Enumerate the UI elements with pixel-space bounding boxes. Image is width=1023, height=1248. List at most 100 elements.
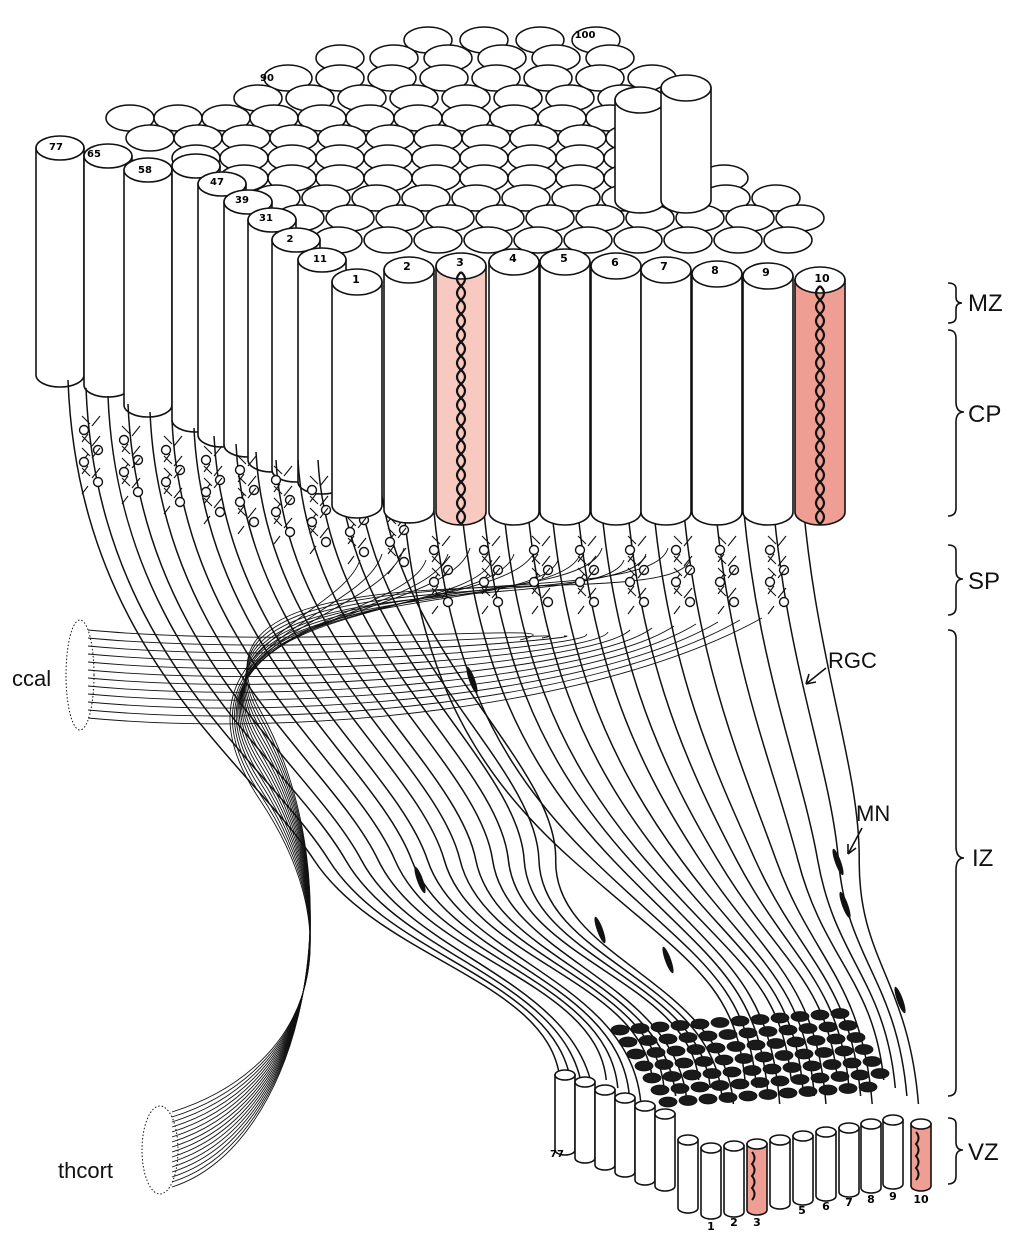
vz-column-top bbox=[854, 1044, 874, 1055]
vz-column-top bbox=[618, 1036, 638, 1048]
cp-front-column bbox=[640, 256, 692, 526]
cp-back-column bbox=[660, 74, 712, 214]
subplate-neuron bbox=[234, 496, 246, 508]
column-top bbox=[751, 184, 801, 212]
vz-column-top bbox=[718, 1092, 738, 1103]
column-top bbox=[575, 64, 625, 92]
vz-column-top bbox=[698, 1093, 718, 1105]
column-body bbox=[742, 275, 794, 526]
subplate-neuron bbox=[78, 456, 90, 468]
subplate-neuron bbox=[728, 596, 740, 608]
column-body bbox=[700, 1147, 722, 1220]
radial-glial-fiber bbox=[769, 459, 908, 1097]
cp-column-number: 1 bbox=[352, 273, 360, 286]
ccal-fiber bbox=[87, 623, 697, 701]
radial-glial-fiber bbox=[193, 427, 631, 1097]
column-top bbox=[660, 74, 712, 102]
column-top bbox=[401, 184, 451, 212]
vz-column-top bbox=[862, 1056, 882, 1067]
vz-column-top bbox=[722, 1066, 742, 1078]
vz-column-top bbox=[678, 1095, 698, 1106]
subplate-neuron bbox=[714, 576, 726, 588]
radial-glial-fiber bbox=[429, 459, 758, 1089]
vz-front-column bbox=[860, 1118, 882, 1194]
vz-column-top bbox=[774, 1050, 794, 1061]
column-top bbox=[614, 86, 666, 114]
column-body bbox=[882, 1119, 904, 1190]
vz-column-top bbox=[770, 1075, 790, 1087]
column-top bbox=[435, 252, 487, 280]
subplate-dendrite bbox=[309, 507, 329, 535]
cp-front-columns bbox=[331, 248, 846, 526]
subplate-dendrite bbox=[163, 435, 183, 463]
vz-column-top bbox=[830, 1008, 850, 1019]
column-top bbox=[247, 207, 297, 233]
column-top bbox=[83, 143, 133, 169]
column-top bbox=[663, 226, 713, 254]
label-thcort: thcort bbox=[58, 1158, 113, 1183]
subplate-neuron bbox=[778, 596, 790, 608]
vz-column-top bbox=[850, 1069, 870, 1081]
vz-column-top bbox=[770, 1012, 790, 1024]
vz-column-top bbox=[658, 1096, 678, 1108]
cp-front-column bbox=[742, 262, 794, 526]
subplate-dendrite bbox=[347, 517, 367, 545]
column-top bbox=[331, 268, 383, 296]
radial-glial-fiber bbox=[457, 459, 769, 1097]
subplate-neuron bbox=[234, 464, 246, 476]
vz-column-top bbox=[870, 1068, 890, 1079]
subplate-neuron bbox=[344, 526, 356, 538]
vz-column-top bbox=[826, 1033, 846, 1045]
subplate-dendrite bbox=[577, 535, 597, 563]
subplate-dendrite bbox=[163, 487, 183, 515]
vz-column-top bbox=[806, 1035, 826, 1046]
subplate-dendrite bbox=[481, 567, 501, 595]
vz-column-top bbox=[742, 1065, 762, 1076]
highlighted-vz-column bbox=[910, 1118, 932, 1192]
ccal-fiber bbox=[87, 635, 568, 654]
column-top bbox=[297, 247, 347, 273]
thcort-fiber bbox=[171, 547, 471, 1138]
subplate-neuron bbox=[320, 536, 332, 548]
radial-glial-fiber bbox=[85, 387, 573, 1089]
column-body bbox=[660, 87, 712, 214]
subplate-neuron bbox=[588, 596, 600, 608]
column-top bbox=[654, 1108, 676, 1120]
zone-label-vz: VZ bbox=[968, 1139, 999, 1166]
subplate-dendrite bbox=[717, 535, 737, 563]
thcort-fiber bbox=[171, 559, 691, 1188]
ccal-fiber bbox=[87, 627, 653, 685]
thcort-fiber bbox=[171, 559, 427, 1128]
subplate-dendrite bbox=[387, 547, 407, 575]
cp-front-column bbox=[691, 260, 743, 526]
vz-column-top bbox=[626, 1048, 646, 1060]
cp-column-number: 65 bbox=[87, 149, 101, 160]
rgc-arrowhead bbox=[805, 673, 817, 685]
column-top bbox=[35, 135, 85, 161]
radial-glial-fiber bbox=[107, 395, 584, 1097]
vz-column-top bbox=[678, 1032, 698, 1043]
radial-glial-fiber bbox=[711, 459, 885, 1081]
column-top bbox=[815, 1126, 837, 1138]
vz-front-column bbox=[594, 1084, 616, 1171]
label-mn: MN bbox=[856, 801, 890, 826]
radial-glial-fiber bbox=[171, 419, 619, 1089]
thcort-fiber bbox=[171, 559, 559, 1158]
column-top bbox=[794, 266, 846, 294]
radial-glial-fiber bbox=[547, 459, 816, 1097]
vz-column-number: 10 bbox=[913, 1193, 929, 1206]
vz-column-top bbox=[650, 1021, 670, 1033]
vz-column-number: 7 bbox=[845, 1196, 853, 1209]
vz-column-top bbox=[846, 1032, 866, 1043]
subplate-dendrite bbox=[237, 455, 257, 483]
column-top bbox=[838, 1122, 860, 1134]
vz-column-top bbox=[818, 1084, 838, 1096]
vz-column-top bbox=[750, 1077, 770, 1088]
subplate-neuron bbox=[358, 546, 370, 558]
column-top bbox=[523, 64, 573, 92]
thcort-fiber bbox=[171, 553, 383, 1118]
subplate-dendrite bbox=[273, 517, 293, 545]
cp-brace bbox=[947, 329, 965, 517]
cp-left-column-labels: 11 2 31 39 47 58 65 77 bbox=[49, 142, 327, 265]
subplate-neuron bbox=[670, 544, 682, 556]
